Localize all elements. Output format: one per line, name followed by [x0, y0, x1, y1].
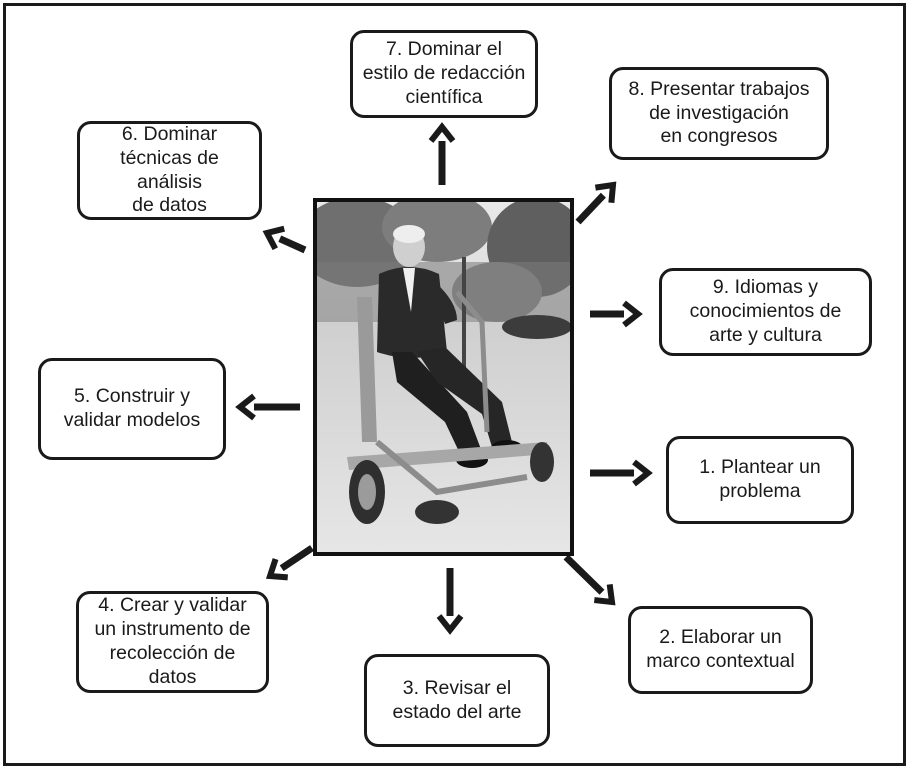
step-2-box: 2. Elaborar un marco contextual: [628, 606, 813, 694]
arrow-to-step-1: [590, 459, 653, 487]
arrow-to-step-4-head: [265, 558, 288, 581]
arrow-to-step-9: [590, 300, 643, 328]
arrow-to-step-5-head: [235, 393, 256, 421]
step-7-box: 7. Dominar el estilo de redacción cientí…: [350, 30, 538, 118]
arrow-to-step-7: [428, 122, 456, 185]
arrow-to-step-3-head: [436, 614, 464, 635]
arrow-to-step-4-shaft: [279, 545, 314, 572]
step-1-box: 1. Plantear un problema: [666, 436, 854, 524]
arrow-to-step-2: [563, 554, 616, 606]
step-6-box: 6. Dominar técnicas de análisis de datos: [77, 121, 262, 220]
arrow-to-step-8-head: [594, 181, 617, 204]
arrow-to-step-6-head: [262, 225, 286, 251]
center-photo: [313, 198, 574, 556]
arrow-to-step-2-head: [593, 583, 616, 606]
photo-image: [317, 202, 570, 552]
arrow-to-step-2-shaft: [563, 554, 605, 595]
step-3-box: 3. Revisar el estado del arte: [364, 654, 550, 747]
arrow-to-step-6-shaft: [278, 235, 307, 254]
arrow-to-step-9-head: [622, 300, 643, 328]
arrow-to-step-8: [575, 181, 617, 225]
arrow-to-step-7-head: [428, 122, 456, 143]
arrow-to-step-6: [262, 225, 307, 254]
step-4-box: 4. Crear y validar un instrumento de rec…: [76, 591, 269, 693]
step-5-box: 5. Construir y validar modelos: [38, 358, 226, 460]
arrow-to-step-3: [436, 568, 464, 635]
step-9-box: 9. Idiomas y conocimientos de arte y cul…: [659, 268, 872, 356]
arrow-to-step-4: [265, 545, 314, 581]
step-8-box: 8. Presentar trabajos de investigación e…: [609, 67, 829, 160]
arrow-to-step-5: [235, 393, 300, 421]
arrow-to-step-1-head: [632, 459, 653, 487]
arrow-to-step-8-shaft: [575, 192, 606, 225]
